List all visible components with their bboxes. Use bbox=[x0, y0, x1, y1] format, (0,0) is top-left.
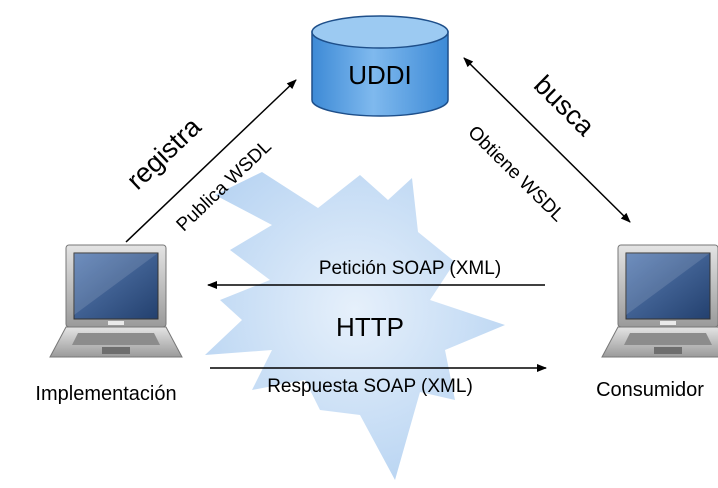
request-label: Petición SOAP (XML) bbox=[319, 258, 501, 279]
search-arrow bbox=[463, 57, 631, 223]
uddi-label: UDDI bbox=[348, 60, 412, 90]
network-cloud bbox=[205, 172, 505, 480]
provider-laptop-icon bbox=[49, 244, 183, 358]
network-label: HTTP bbox=[336, 312, 404, 342]
consumer-laptop-icon bbox=[601, 244, 718, 358]
register-verb-label: registra bbox=[121, 111, 208, 195]
register-arrow bbox=[125, 79, 297, 243]
cylinder-top bbox=[311, 15, 449, 49]
provider-label: Implementación bbox=[35, 383, 176, 405]
response-label: Respuesta SOAP (XML) bbox=[267, 376, 473, 397]
uddi-registry: UDDI bbox=[311, 15, 449, 117]
search-detail-label: Obtiene WSDL bbox=[463, 122, 568, 226]
cylinder-body bbox=[311, 31, 449, 117]
consumer-label: Consumidor bbox=[596, 379, 704, 401]
